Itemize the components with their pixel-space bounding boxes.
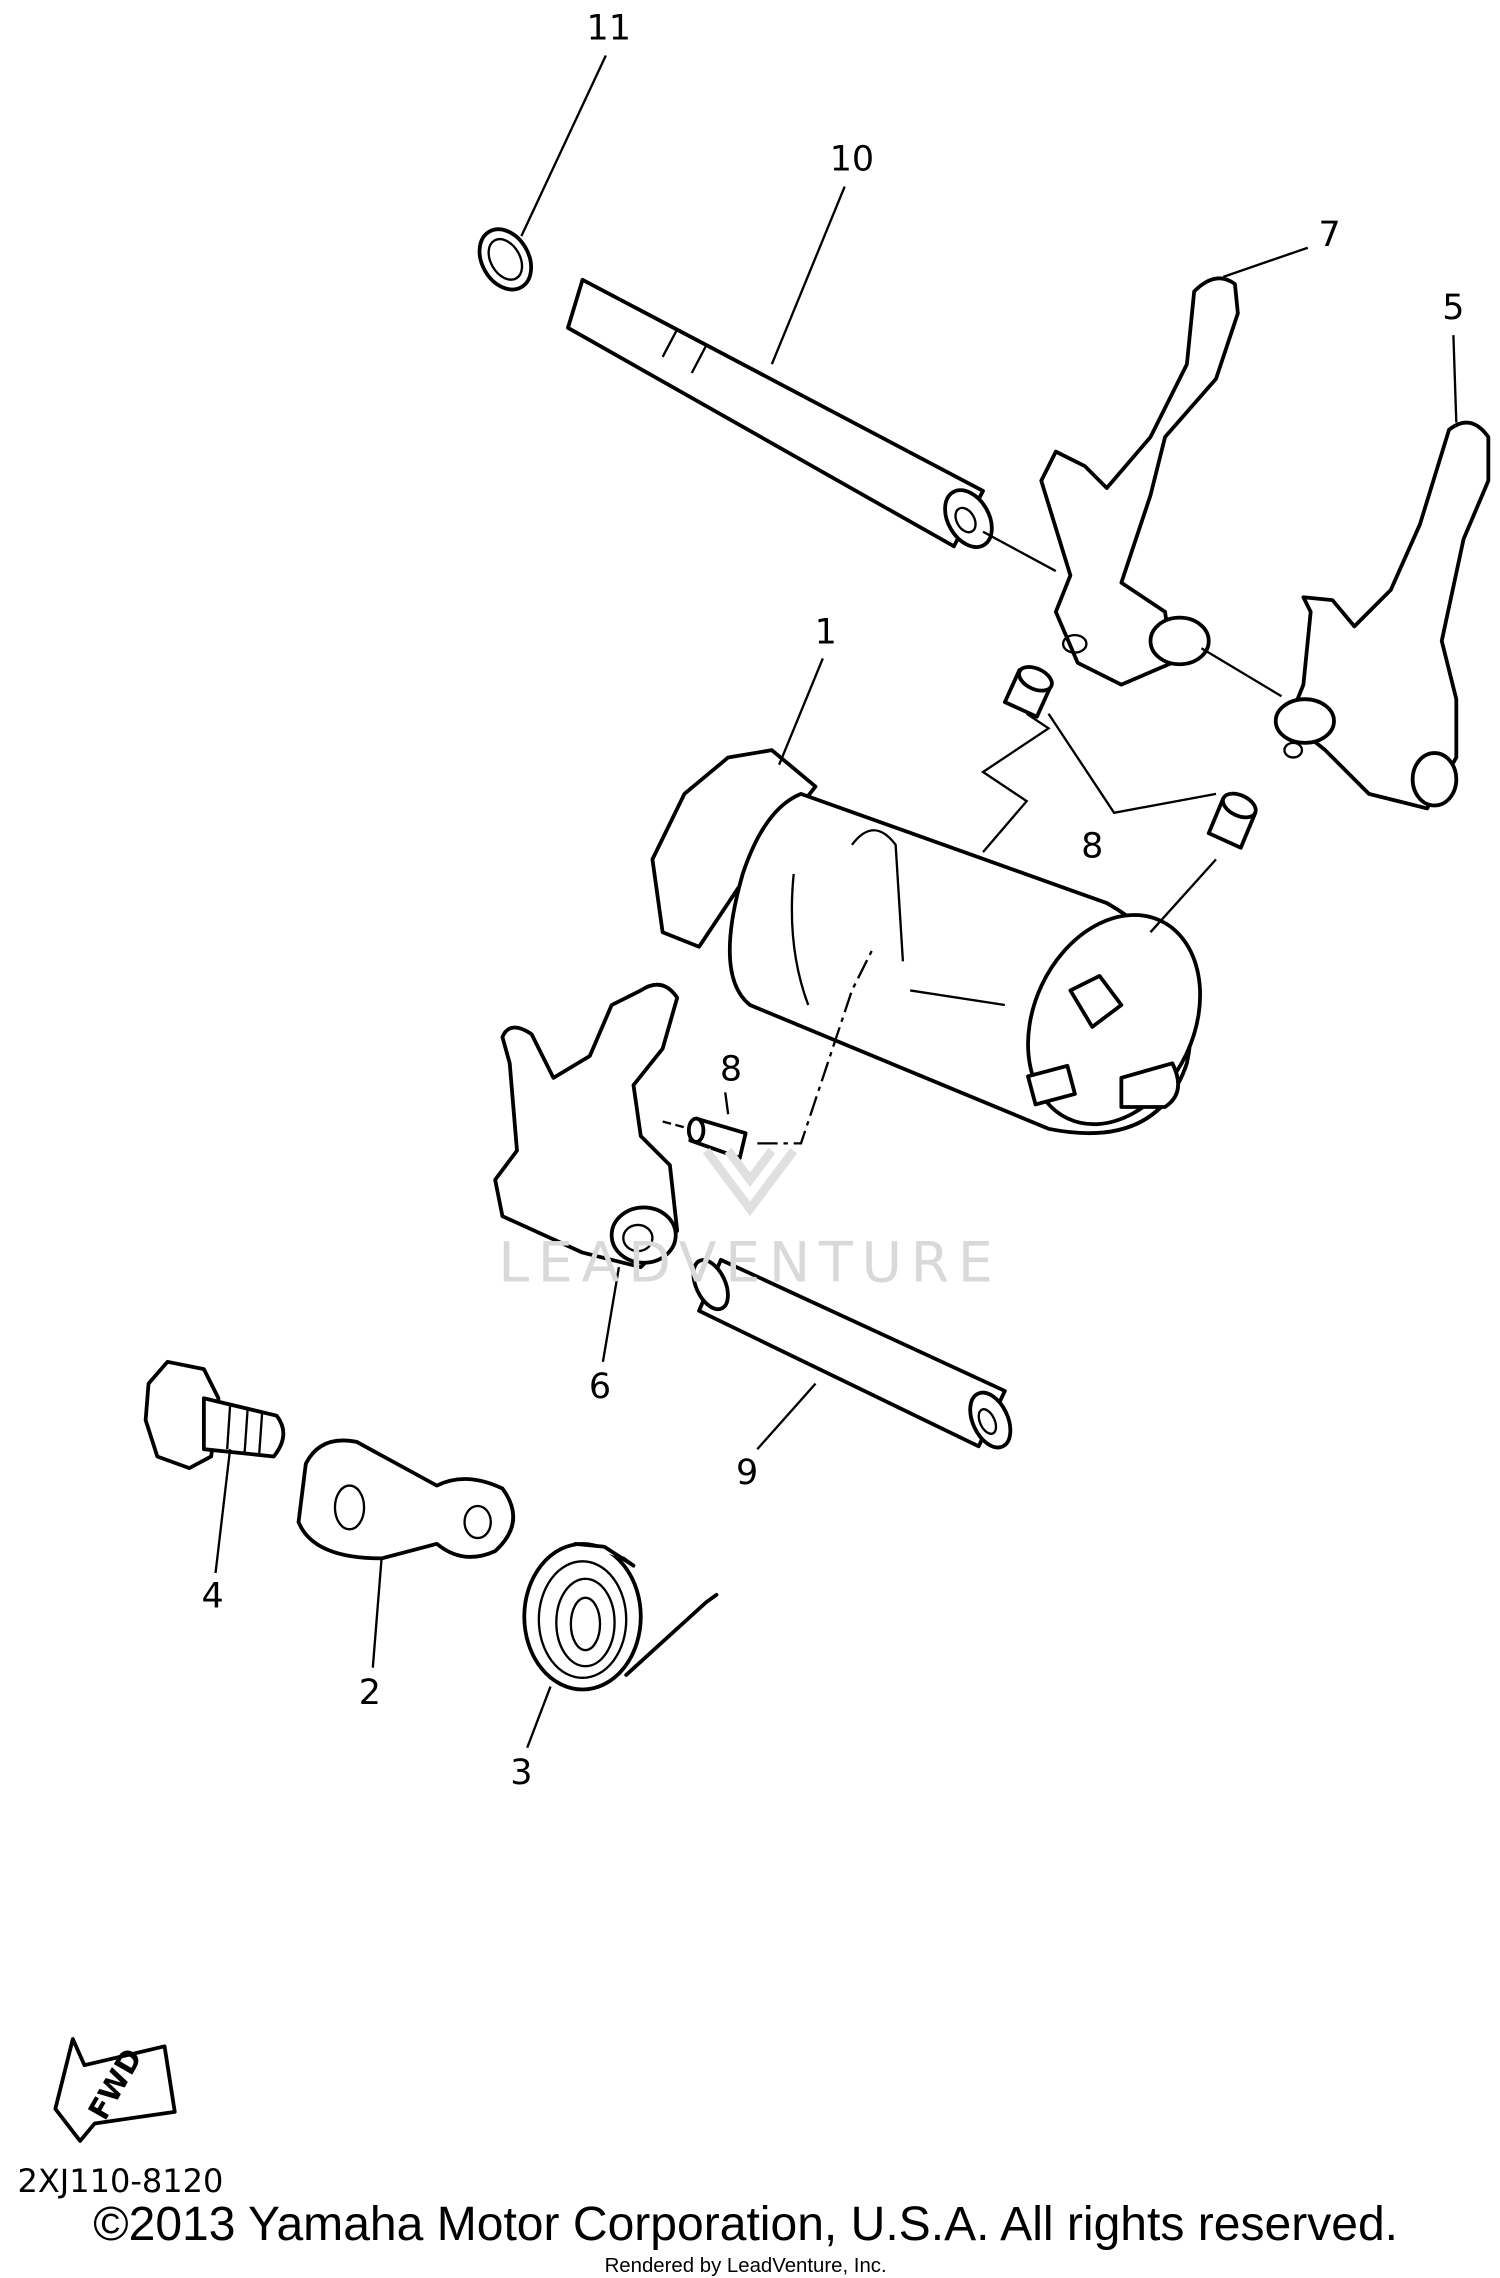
callout-5: 5	[1442, 288, 1464, 328]
callout-10: 10	[830, 139, 874, 179]
callout-6: 6	[589, 1367, 611, 1407]
part-11-circlip	[477, 227, 533, 292]
part-10-shift-fork-shaft	[566, 277, 994, 549]
callout-1: 1	[815, 613, 837, 653]
part-7-shift-fork	[1039, 276, 1240, 687]
watermark-logo	[702, 1148, 798, 1217]
callout-9: 9	[736, 1453, 758, 1493]
callout-2: 2	[359, 1673, 381, 1713]
copyright-notice: ©2013 Yamaha Motor Corporation, U.S.A. A…	[93, 2198, 1398, 2251]
part-8-guide-pin	[1206, 791, 1258, 850]
callout-8-lower: 8	[720, 1050, 742, 1090]
callout-11: 11	[587, 8, 631, 48]
callout-3: 3	[510, 1753, 532, 1793]
part-6-shift-fork	[493, 982, 680, 1270]
rendered-by-notice: Rendered by LeadVenture, Inc.	[605, 2255, 887, 2277]
callout-8: 8	[1081, 827, 1103, 867]
part-5-shift-fork	[1273, 420, 1491, 811]
watermark-text: LEADVENTURE	[498, 1232, 1001, 1296]
part-8-guide-pin	[1002, 665, 1054, 719]
part-3-torsion-spring	[522, 1541, 719, 1692]
part-2-stopper-lever	[296, 1438, 516, 1561]
leader-lines	[214, 55, 1458, 1749]
part-1-shift-drum	[650, 748, 1202, 1136]
callout-4: 4	[202, 1577, 224, 1617]
fwd-arrow-icon: FWD	[53, 2037, 177, 2143]
part-8-guide-pin	[686, 1116, 748, 1160]
callout-7: 7	[1318, 215, 1340, 255]
part-4-bolt	[143, 1359, 286, 1471]
part-9-shift-fork-shaft	[691, 1257, 1013, 1450]
drawing-code: 2XJ110-8120	[17, 2162, 223, 2200]
